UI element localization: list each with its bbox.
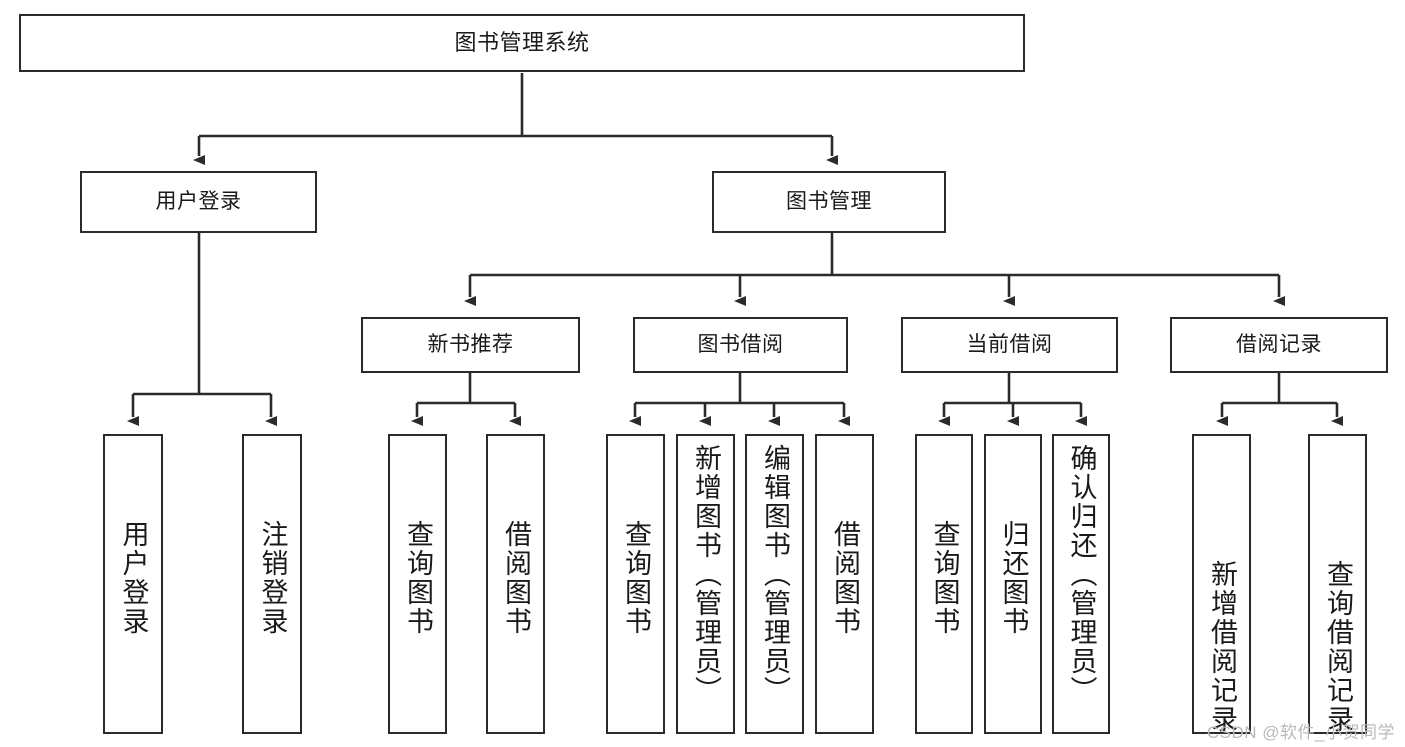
node-current-borrow-label: 当前借阅 <box>966 332 1053 356</box>
node-user-login[interactable]: 用户登录 <box>80 171 317 233</box>
node-new-book-rec[interactable]: 新书推荐 <box>361 317 580 373</box>
node-book-borrow-label: 图书借阅 <box>697 332 784 356</box>
leaf-confirm-return[interactable]: 确认归还（管理员） <box>1052 434 1110 734</box>
leaf-return-book-label: 归还图书 <box>998 520 1029 636</box>
node-root[interactable]: 图书管理系统 <box>19 14 1025 72</box>
leaf-borrow-book-1[interactable]: 借阅图书 <box>486 434 545 734</box>
leaf-query-book-3[interactable]: 查询图书 <box>915 434 973 734</box>
leaf-query-book-3-label: 查询图书 <box>929 520 960 636</box>
leaf-query-book-1[interactable]: 查询图书 <box>388 434 447 734</box>
node-book-manage[interactable]: 图书管理 <box>712 171 946 233</box>
leaf-query-book-2[interactable]: 查询图书 <box>606 434 665 734</box>
leaf-logout-login-label: 注销登录 <box>257 520 288 636</box>
node-borrow-record-label: 借阅记录 <box>1236 332 1322 356</box>
leaf-borrow-book-2[interactable]: 借阅图书 <box>815 434 874 734</box>
node-root-label: 图书管理系统 <box>454 30 590 56</box>
node-current-borrow[interactable]: 当前借阅 <box>901 317 1118 373</box>
leaf-return-book[interactable]: 归还图书 <box>984 434 1042 734</box>
node-book-manage-label: 图书管理 <box>786 189 872 213</box>
leaf-user-login-label: 用户登录 <box>118 520 149 636</box>
leaf-confirm-return-label: 确认归还（管理员） <box>1066 444 1097 705</box>
leaf-add-book-label: 新增图书（管理员） <box>691 444 721 705</box>
leaf-add-book[interactable]: 新增图书（管理员） <box>676 434 735 734</box>
node-book-borrow[interactable]: 图书借阅 <box>633 317 848 373</box>
leaf-query-record[interactable]: 查询借阅记录 <box>1308 434 1367 734</box>
leaf-edit-book-label: 编辑图书（管理员） <box>760 444 790 705</box>
leaf-user-login[interactable]: 用户登录 <box>103 434 163 734</box>
node-new-book-rec-label: 新书推荐 <box>427 332 514 356</box>
leaf-logout-login[interactable]: 注销登录 <box>242 434 302 734</box>
leaf-borrow-book-1-label: 借阅图书 <box>501 520 531 636</box>
leaf-edit-book[interactable]: 编辑图书（管理员） <box>745 434 804 734</box>
node-borrow-record[interactable]: 借阅记录 <box>1170 317 1388 373</box>
leaf-borrow-book-2-label: 借阅图书 <box>830 520 860 636</box>
leaf-add-record-label: 新增借阅记录 <box>1207 560 1237 734</box>
leaf-query-book-2-label: 查询图书 <box>621 520 651 636</box>
watermark-text: CSDN @软件_小贺同学 <box>1206 723 1395 742</box>
leaf-add-record[interactable]: 新增借阅记录 <box>1192 434 1251 734</box>
node-user-login-label: 用户登录 <box>155 189 242 213</box>
leaf-query-book-1-label: 查询图书 <box>403 520 433 636</box>
leaf-query-record-label: 查询借阅记录 <box>1323 560 1353 734</box>
